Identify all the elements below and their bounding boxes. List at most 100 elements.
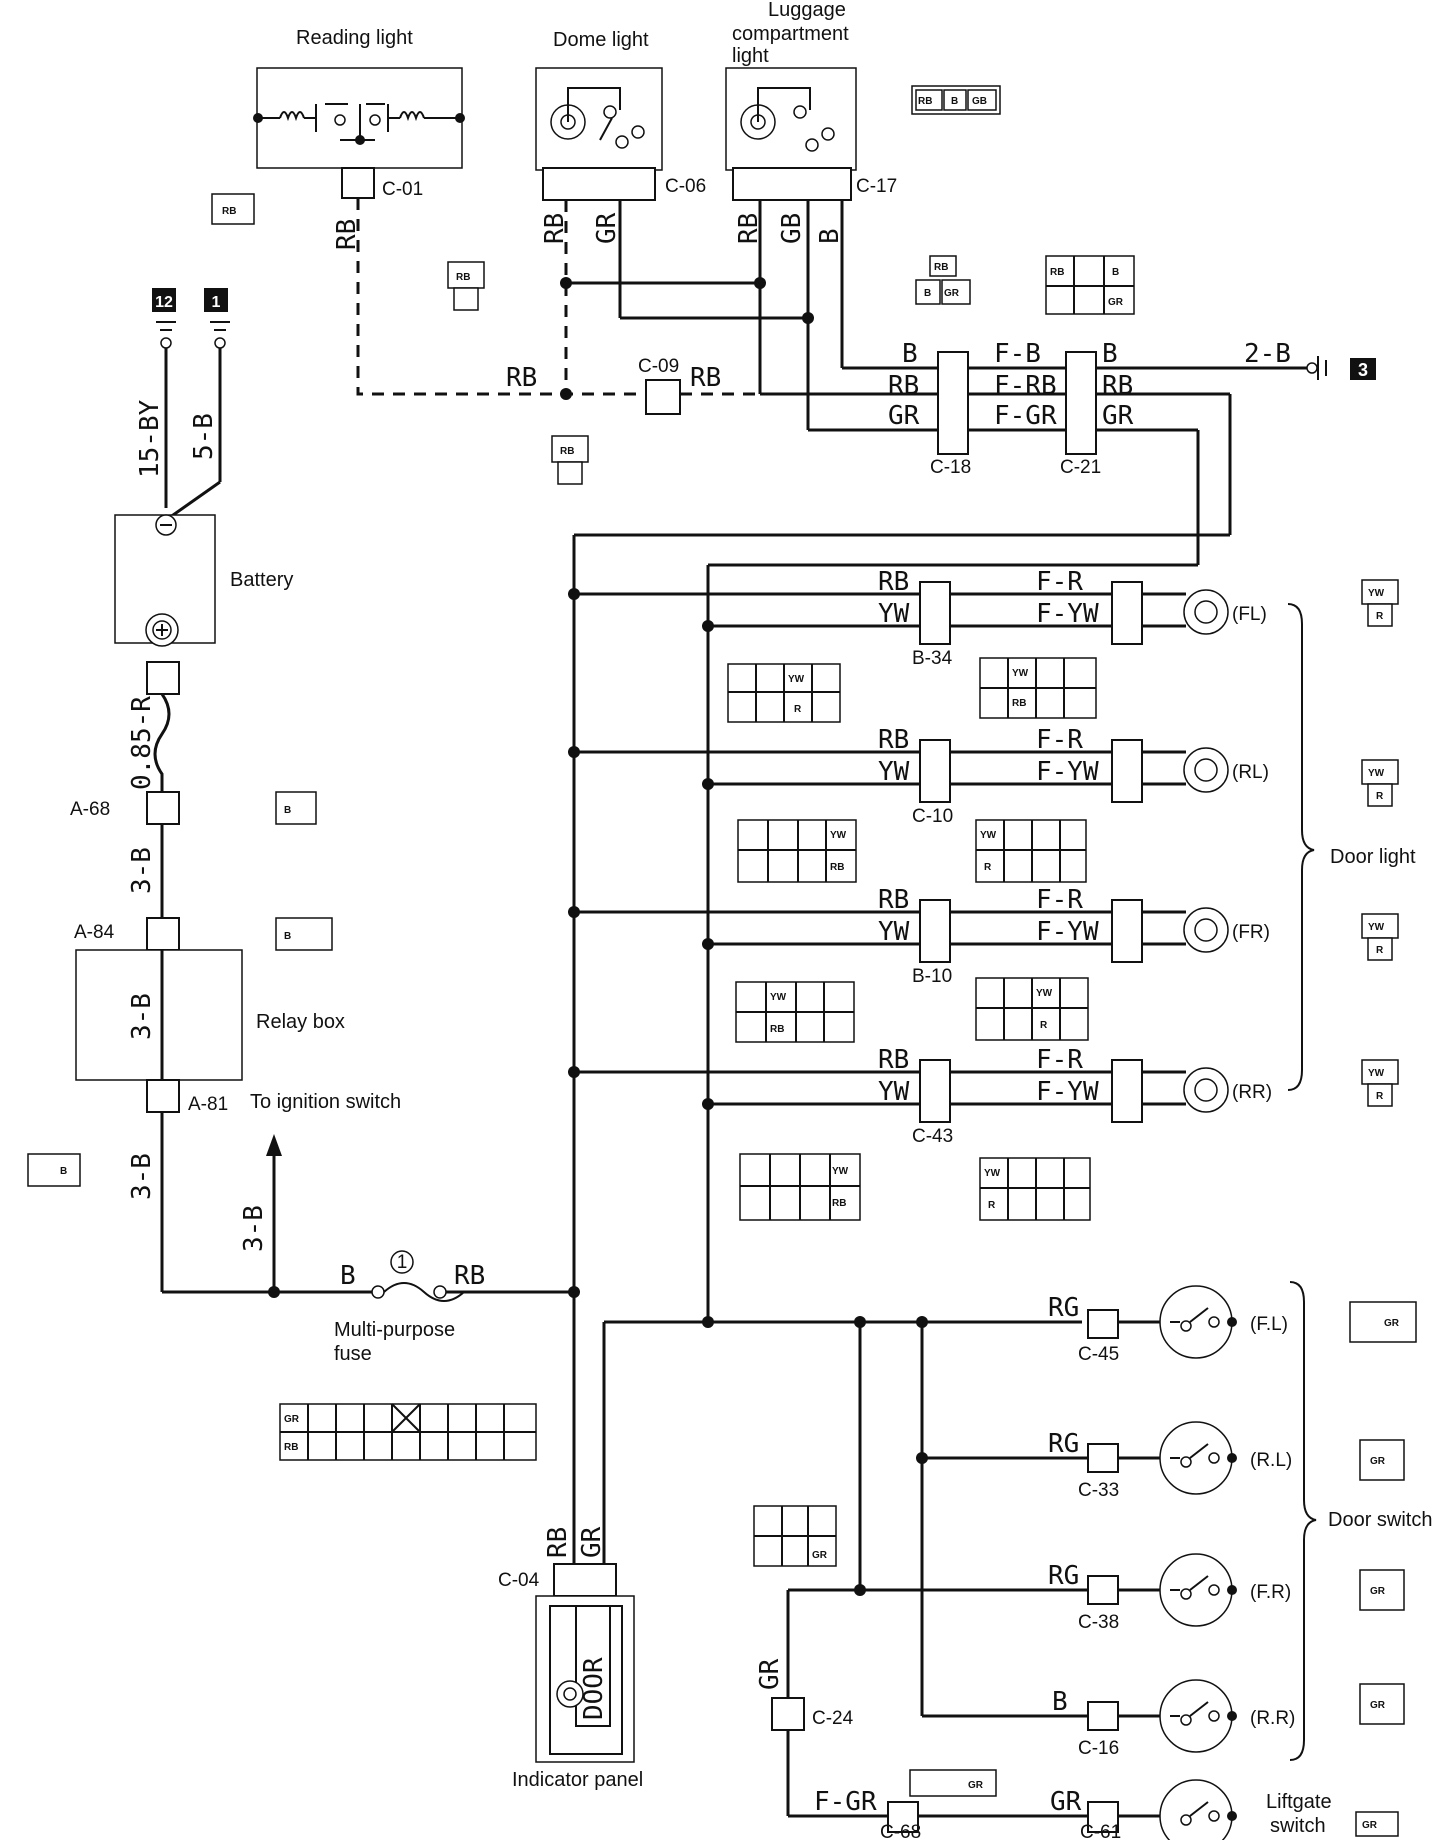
pin-label: GR bbox=[944, 288, 960, 299]
lamp-fl-label: (FL) bbox=[1232, 604, 1267, 625]
wire-label: RB bbox=[690, 363, 721, 393]
wire-label: F-R bbox=[1036, 567, 1083, 597]
pin-label: RB bbox=[560, 446, 574, 457]
switch-rl-label: (R.L) bbox=[1250, 1450, 1292, 1471]
pin-label: R bbox=[984, 862, 992, 873]
connector-c33-label: C-33 bbox=[1078, 1480, 1119, 1501]
wire-label: 3-B bbox=[239, 1205, 269, 1252]
pin-label: RB bbox=[832, 1198, 846, 1209]
connector-b34-label: B-34 bbox=[912, 648, 953, 669]
ground-12-marker: 12 bbox=[155, 294, 173, 311]
wire-label: RB bbox=[1102, 371, 1133, 401]
ground-3-marker: 3 bbox=[1358, 360, 1368, 380]
wire-label: F-YW bbox=[1036, 1077, 1099, 1107]
connector-c17-label: C-17 bbox=[856, 176, 897, 197]
luggage-compartment-light: Luggage compartment light C-17 bbox=[725, 0, 897, 201]
wire-label: RB bbox=[878, 725, 909, 755]
liftgate-label-2: switch bbox=[1270, 1815, 1326, 1837]
pin-label: YW bbox=[1368, 768, 1385, 779]
connector-c68-label: C-68 bbox=[880, 1822, 921, 1840]
pin-label: RB bbox=[830, 862, 844, 873]
luggage-light-label-2: compartment bbox=[732, 23, 849, 45]
wire-label: YW bbox=[878, 599, 910, 629]
pin-label: RB bbox=[934, 262, 948, 273]
wire-label: GB bbox=[777, 213, 807, 244]
switch-fl-label: (F.L) bbox=[1250, 1314, 1288, 1335]
door-light-rows: RB YW F-R F-YW B-34 (FL) RB YW F-R F-YW … bbox=[568, 567, 1416, 1147]
pin-label: GR bbox=[1370, 1456, 1386, 1467]
fuse-number: 1 bbox=[397, 1252, 408, 1273]
pin-label: R bbox=[1376, 945, 1384, 956]
battery-label: Battery bbox=[230, 569, 293, 591]
pin-label: B bbox=[60, 1166, 67, 1177]
wire-label: RB bbox=[332, 219, 362, 250]
wire-label: YW bbox=[878, 757, 910, 787]
wire-label: B bbox=[1052, 1687, 1068, 1717]
connector-c09-label: C-09 bbox=[638, 356, 679, 377]
liftgate-section: GR C-24 F-GR GR C-68 C-61 Liftgate switc… bbox=[755, 1588, 1332, 1840]
fuse-label-2: fuse bbox=[334, 1343, 372, 1365]
pin-label: RB bbox=[1050, 267, 1064, 278]
connector-c18-label: C-18 bbox=[930, 457, 971, 478]
pin-label: RB bbox=[456, 272, 470, 283]
connector-c01-label: C-01 bbox=[382, 179, 423, 200]
pin-label: R bbox=[1376, 611, 1384, 622]
wire-label: RB bbox=[888, 371, 919, 401]
top-wire-labels: RB RB GR RB GB B RB RB B RB GR F-B F-RB … bbox=[332, 212, 1291, 431]
pin-label: B bbox=[284, 805, 291, 816]
pin-label: GR bbox=[1384, 1318, 1400, 1329]
door-text: DOOR bbox=[579, 1657, 609, 1720]
wire-label: RB bbox=[878, 885, 909, 915]
pin-label: YW bbox=[1368, 922, 1385, 933]
wire-label: GR bbox=[755, 1658, 785, 1690]
wire-label: RB bbox=[454, 1261, 485, 1291]
wire-label: 3-B bbox=[127, 1153, 157, 1200]
switch-fr-label: (F.R) bbox=[1250, 1582, 1291, 1603]
wire-label: GR bbox=[888, 401, 920, 431]
connector-c38-label: C-38 bbox=[1078, 1612, 1119, 1633]
pin-label: YW bbox=[980, 830, 997, 841]
lamp-rr-label: (RR) bbox=[1232, 1082, 1272, 1103]
wire-label: B bbox=[1102, 339, 1118, 369]
wire-label: F-YW bbox=[1036, 757, 1099, 787]
wire-label: RB bbox=[878, 1045, 909, 1075]
wire-label: 15-BY bbox=[135, 399, 165, 478]
wire-label: B bbox=[902, 339, 918, 369]
wire-label: F-R bbox=[1036, 725, 1083, 755]
connector-c61-label: C-61 bbox=[1080, 1822, 1121, 1840]
wire-label: GR bbox=[592, 212, 622, 244]
door-switch-rows: RG C-45 (F.L) RG C-33 (R.L) RG C-38 (F.R… bbox=[854, 1281, 1432, 1761]
pin-label: GB bbox=[972, 96, 987, 107]
wire-label: B bbox=[340, 1261, 356, 1291]
wire-label: RB bbox=[506, 363, 537, 393]
reading-light-label: Reading light bbox=[296, 27, 413, 49]
to-ignition-label: To ignition switch bbox=[250, 1091, 401, 1113]
pin-label: YW bbox=[1368, 1068, 1385, 1079]
relay-box-label: Relay box bbox=[256, 1011, 345, 1033]
wire-label: F-RB bbox=[994, 371, 1057, 401]
wire-label: 0.85-R bbox=[127, 696, 157, 790]
pin-label: YW bbox=[1036, 988, 1053, 999]
pin-label: RB bbox=[770, 1024, 784, 1035]
indicator-panel-label: Indicator panel bbox=[512, 1769, 643, 1791]
connector-a81-label: A-81 bbox=[188, 1094, 228, 1115]
connector-faces: RB B GB RB RB RB RB B GR RB B GR YW R YW… bbox=[27, 85, 1417, 1837]
connector-c43-label: C-43 bbox=[912, 1126, 953, 1147]
reading-light: C-01 Reading light bbox=[253, 27, 465, 200]
liftgate-label-1: Liftgate bbox=[1266, 1791, 1332, 1813]
wire-label: RG bbox=[1048, 1561, 1079, 1591]
pin-label: YW bbox=[984, 1168, 1001, 1179]
door-switch-label: Door switch bbox=[1328, 1509, 1432, 1531]
pin-label: RB bbox=[1012, 698, 1026, 709]
connector-c16-label: C-16 bbox=[1078, 1738, 1119, 1759]
door-light-label: Door light bbox=[1330, 846, 1416, 868]
wire-label: YW bbox=[878, 1077, 910, 1107]
lamp-fr-label: (FR) bbox=[1232, 922, 1270, 943]
wire-label: F-R bbox=[1036, 885, 1083, 915]
connector-c06-label: C-06 bbox=[665, 176, 706, 197]
pin-label: YW bbox=[770, 992, 787, 1003]
wire-label: GR bbox=[577, 1526, 607, 1558]
wire-label: YW bbox=[878, 917, 910, 947]
luggage-light-label-3: light bbox=[732, 45, 769, 67]
